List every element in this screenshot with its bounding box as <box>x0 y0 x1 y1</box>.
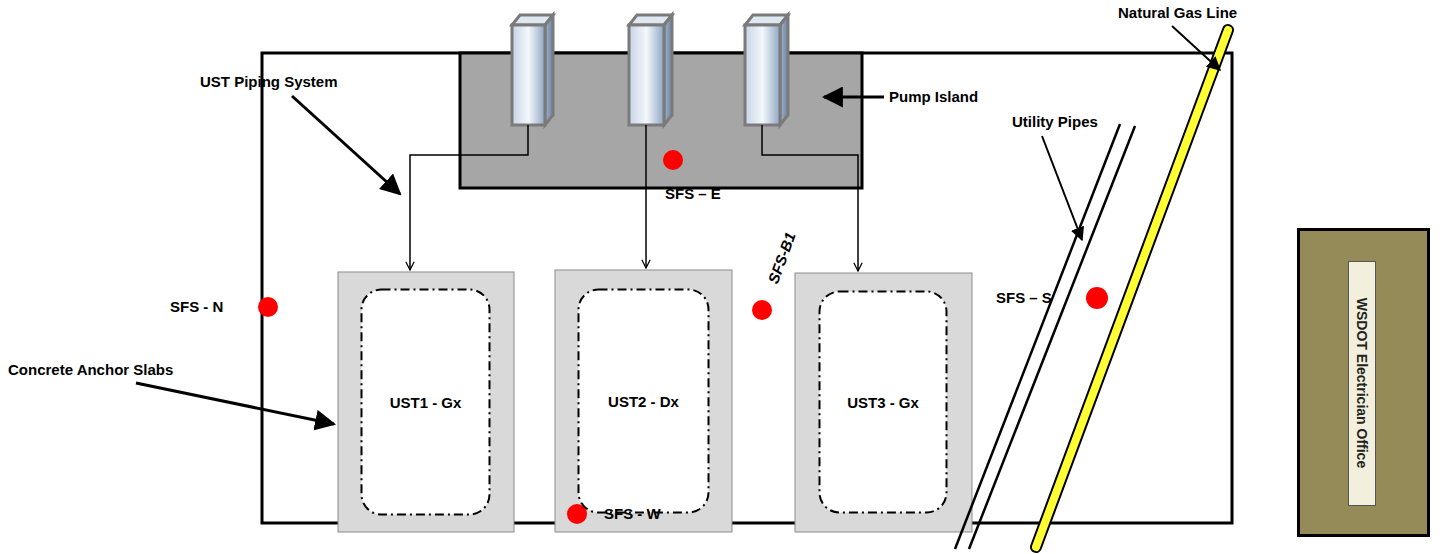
leader-arrow <box>824 96 884 99</box>
sample-point <box>1086 287 1108 309</box>
storage-tank: UST2 - Dx <box>577 288 710 514</box>
tank-outline <box>820 292 947 513</box>
anchor-slab <box>338 272 514 532</box>
fuel-pump <box>629 15 672 125</box>
ust-pipe <box>645 125 647 268</box>
pipe-label: Utility Pipes <box>1012 113 1098 131</box>
sample-label: SFS - W <box>604 505 661 523</box>
gas-line-outline <box>1036 30 1228 547</box>
fuel-pump <box>512 15 553 125</box>
ust-pipe <box>410 125 528 270</box>
tank-label: UST1 - Gx <box>390 394 462 411</box>
anchor-slab <box>555 270 732 532</box>
tank-outline <box>579 290 709 513</box>
utility-pipe <box>955 124 1120 549</box>
callout-label: UST Piping System <box>200 73 338 91</box>
leader-arrow <box>1042 136 1082 240</box>
sample-point <box>663 150 683 170</box>
leader-arrow <box>1172 26 1220 70</box>
sample-label: SFS – E <box>665 185 721 203</box>
sample-point <box>258 297 278 317</box>
office-label: WSDOT Electrician Office <box>1354 298 1370 468</box>
callout-label: Pump Island <box>889 88 978 106</box>
sample-label: SFS-B1 <box>764 230 799 286</box>
pipe-label: Natural Gas Line <box>1118 4 1237 22</box>
tank-label: UST2 - Dx <box>608 393 679 410</box>
anchor-slab <box>795 273 972 532</box>
sample-label: SFS – S <box>996 289 1052 307</box>
sample-point <box>752 300 772 320</box>
tank-outline <box>362 290 490 515</box>
office-building: WSDOT Electrician Office <box>1297 228 1430 537</box>
fuel-pump <box>745 15 788 125</box>
sample-label: SFS - N <box>170 298 223 316</box>
callout-label: Concrete Anchor Slabs <box>8 361 173 379</box>
storage-tank: UST3 - Gx <box>818 290 948 514</box>
leader-arrow <box>136 383 334 424</box>
gas-line <box>1036 30 1228 547</box>
tank-label: UST3 - Gx <box>847 394 919 411</box>
leader-arrow <box>292 96 400 194</box>
storage-tank: UST1 - Gx <box>360 288 491 516</box>
